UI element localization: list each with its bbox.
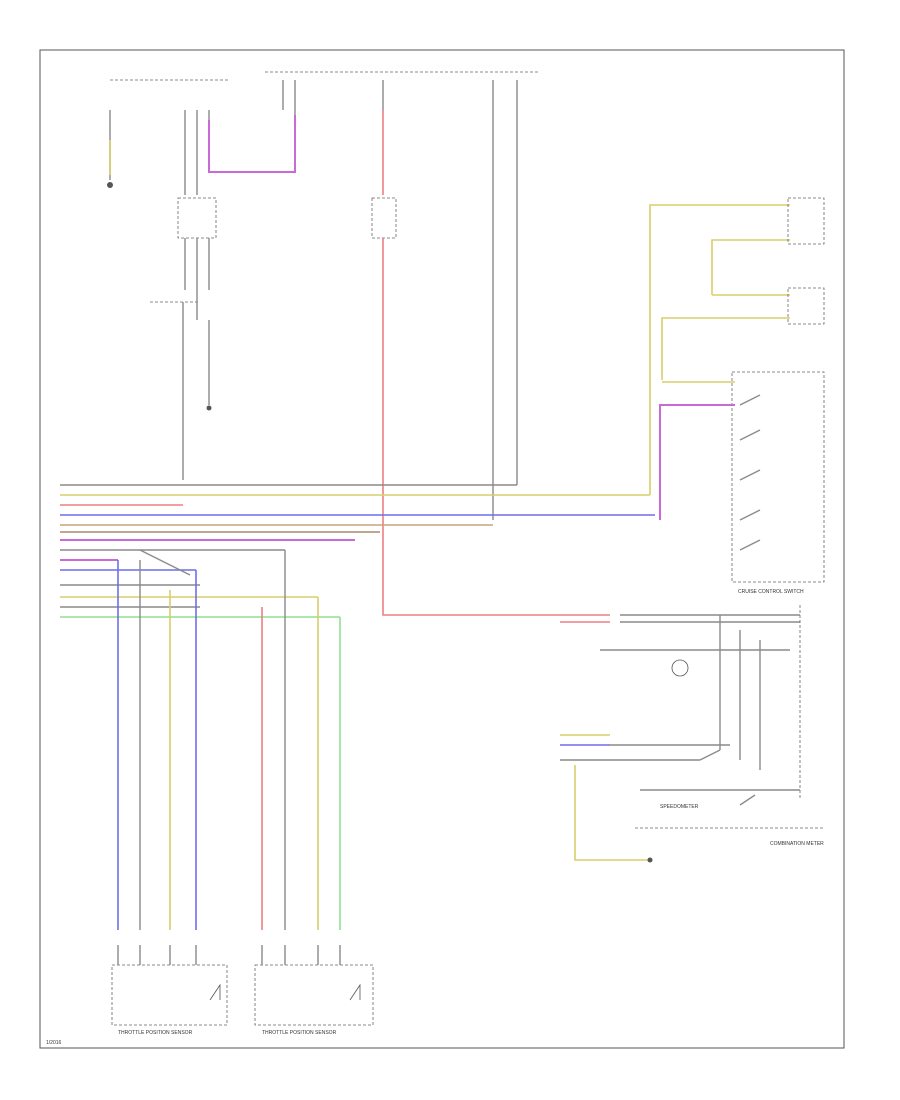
bottom-sensors: THROTTLE POSITION SENSOR THROTTLE POSITI… (111, 945, 374, 1036)
right-middle-block: SPEEDOMETER COMBINATION METER (382, 605, 825, 863)
cruise-switch-block: CRUISE CONTROL SWITCH (659, 371, 825, 595)
diagram-frame (39, 49, 845, 1049)
cruise-switch-title: CRUISE CONTROL SWITCH (738, 589, 804, 595)
footer-code: 1/2016 (46, 1040, 62, 1046)
sensor-2-label: THROTTLE POSITION SENSOR (262, 1030, 337, 1036)
right-top-switches (649, 197, 825, 495)
sensor-1-label: THROTTLE POSITION SENSOR (118, 1030, 193, 1036)
meter-label: COMBINATION METER (770, 841, 824, 847)
top-fuse-area (107, 71, 540, 610)
speedometer-label: SPEEDOMETER (660, 804, 699, 810)
bus-wires (60, 484, 655, 930)
